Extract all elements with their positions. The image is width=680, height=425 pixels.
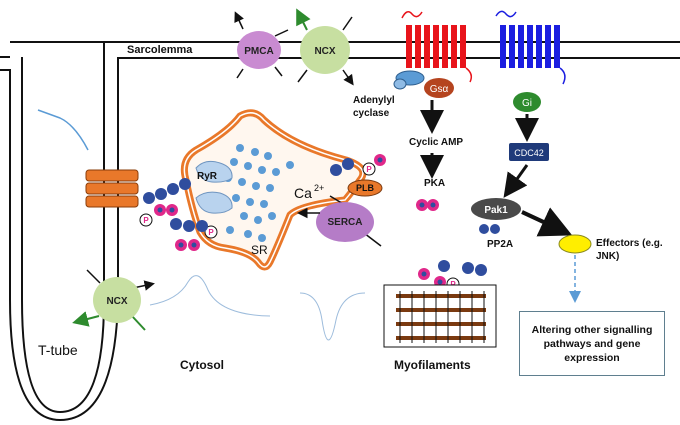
ryr-label: RyR — [197, 171, 218, 182]
ncx-top-label: NCX — [314, 46, 335, 57]
contraction-trace — [299, 292, 366, 341]
cdc42-label: CDC42 — [514, 148, 544, 158]
arrow-pak1-to-effectors — [521, 207, 573, 237]
pmca-pump: PMCA — [234, 11, 289, 79]
pmca-label: PMCA — [244, 46, 273, 57]
pka-label: PKA — [424, 178, 445, 189]
sarcolemma-label: Sarcolemma — [127, 44, 193, 56]
ncx-exchanger-bottom: NCX — [72, 269, 155, 331]
gs-alpha-subunit: Gsα — [424, 78, 454, 98]
sr-label: SR — [251, 243, 268, 257]
myofilaments — [383, 284, 497, 348]
effectors-label-line2: JNK) — [596, 251, 619, 262]
phospho-label-plb: P — [366, 165, 372, 174]
cyclase-label: cyclase — [353, 108, 390, 119]
t-tube-label: T-tube — [38, 342, 78, 358]
l-type-calcium-channel — [85, 169, 139, 208]
action-potential-trace — [37, 109, 89, 151]
gs-alpha-label: Gsα — [430, 84, 449, 95]
cyclic-amp-label: Cyclic AMP — [409, 137, 463, 148]
cdc42-box: CDC42 — [509, 143, 549, 161]
ncx-bottom-label: NCX — [106, 296, 127, 307]
sarcolemma-membrane — [0, 41, 680, 422]
arrow-cdc42-to-pak1 — [503, 164, 529, 198]
phospho-label-ltcc: P — [143, 216, 149, 225]
calcium-charge-label: 2+ — [314, 183, 324, 193]
serca-label: SERCA — [327, 217, 362, 228]
gi-coupled-receptor — [495, 10, 566, 85]
phospho-group-plb: P — [362, 162, 376, 176]
cytosol-label: Cytosol — [180, 358, 224, 372]
phospho-group-ryr: P — [204, 225, 218, 239]
phospho-group-ltcc: P — [139, 213, 153, 227]
phospholamban: PLB — [347, 179, 383, 197]
ncx-exchanger-top: NCX — [296, 8, 354, 86]
calcium-label: Ca — [294, 185, 312, 201]
adenylyl-label: Adenylyl — [353, 95, 395, 106]
serca-pump: SERCA — [316, 195, 382, 247]
plb-label: PLB — [356, 183, 375, 193]
gi-subunit: Gi — [513, 92, 541, 112]
gi-label: Gi — [522, 98, 532, 109]
effectors-node — [558, 234, 592, 254]
effectors-label-line1: Effectors (e.g. — [596, 238, 663, 249]
outcome-box: Altering other signalling pathways and g… — [519, 311, 665, 376]
beta-adrenergic-receptor — [401, 11, 473, 83]
myofilaments-label: Myofilaments — [394, 358, 471, 372]
calcium-transient-trace — [149, 275, 271, 317]
pp2a-label: PP2A — [487, 239, 513, 250]
phospho-label-ryr: P — [208, 228, 214, 237]
pp2a-node — [479, 224, 500, 234]
pak1-node: Pak1 — [471, 198, 521, 220]
sarcoplasmic-reticulum — [180, 109, 367, 271]
ryanodine-receptor — [195, 160, 233, 214]
adenylyl-cyclase — [393, 70, 425, 90]
pak1-label: Pak1 — [484, 205, 508, 216]
